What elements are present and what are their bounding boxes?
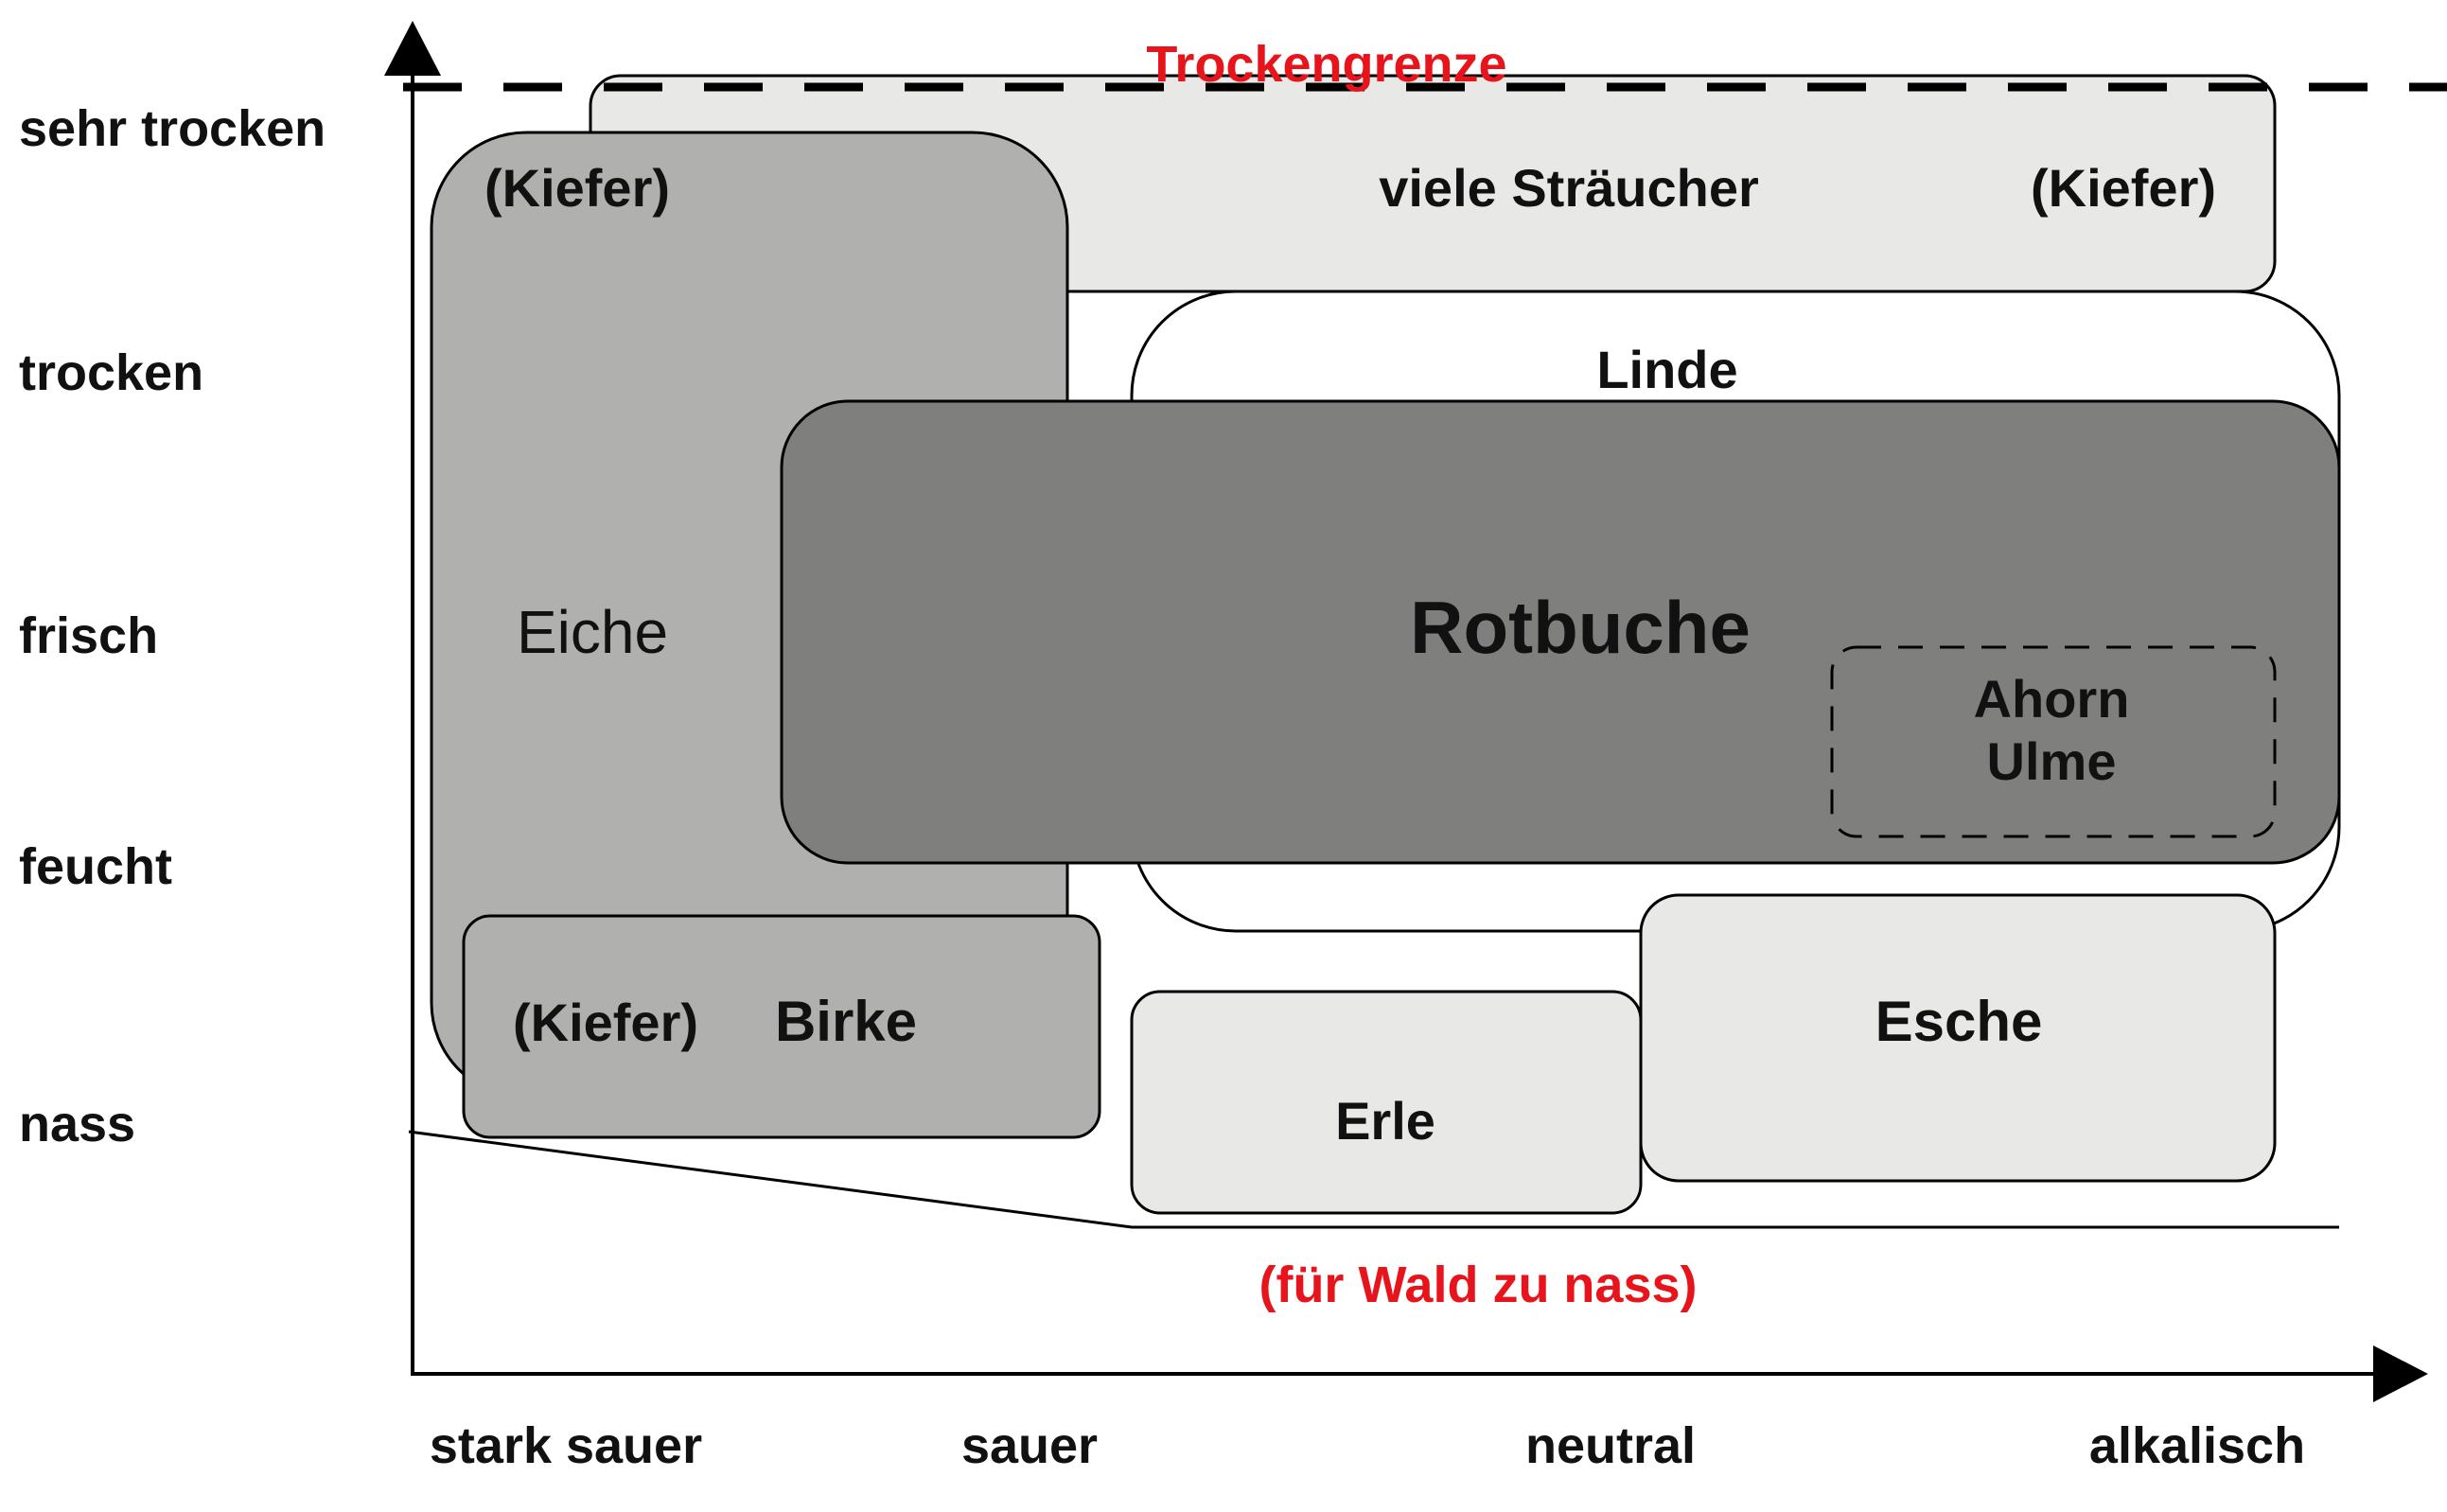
label-ulme: Ulme xyxy=(1987,731,2117,791)
label-erle: Erle xyxy=(1335,1091,1435,1151)
label-viele-straeucher: viele Sträucher xyxy=(1379,158,1759,218)
label-esche: Esche xyxy=(1875,990,2043,1053)
y-level-nass: nass xyxy=(19,1096,135,1152)
y-level-sehr-trocken: sehr trocken xyxy=(19,100,326,157)
label-rotbuche: Rotbuche xyxy=(1410,586,1751,669)
zone-birke xyxy=(462,914,1101,1139)
y-level-frisch: frisch xyxy=(19,607,158,664)
x-level-sauer: sauer xyxy=(961,1417,1098,1474)
label-kiefer-top-left: (Kiefer) xyxy=(484,158,670,218)
x-level-neutral: neutral xyxy=(1525,1417,1696,1474)
x-level-alkalisch: alkalisch xyxy=(2089,1417,2305,1474)
wet-limit-line xyxy=(408,1130,2339,1229)
y-level-feucht: feucht xyxy=(19,838,172,895)
label-birke: Birke xyxy=(775,990,917,1053)
label-kiefer-birke: (Kiefer) xyxy=(513,993,698,1052)
label-linde: Linde xyxy=(1596,340,1737,399)
y-axis-arrow xyxy=(384,21,441,76)
y-level-trocken: trocken xyxy=(19,344,203,401)
label-eiche: Eiche xyxy=(517,598,668,666)
zone-rotbuche xyxy=(780,399,2341,865)
dry-limit-label: Trockengrenze xyxy=(1146,36,1506,93)
x-axis-arrow xyxy=(2373,1345,2428,1402)
wet-limit-label: (für Wald zu nass) xyxy=(1259,1257,1697,1313)
zone-erle xyxy=(1130,990,1643,1215)
label-kiefer-top-right: (Kiefer) xyxy=(2031,158,2216,218)
x-level-stark-sauer: stark sauer xyxy=(430,1417,702,1474)
zone-ahorn-ulme xyxy=(1830,645,2277,838)
label-ahorn: Ahorn xyxy=(1974,669,2130,729)
